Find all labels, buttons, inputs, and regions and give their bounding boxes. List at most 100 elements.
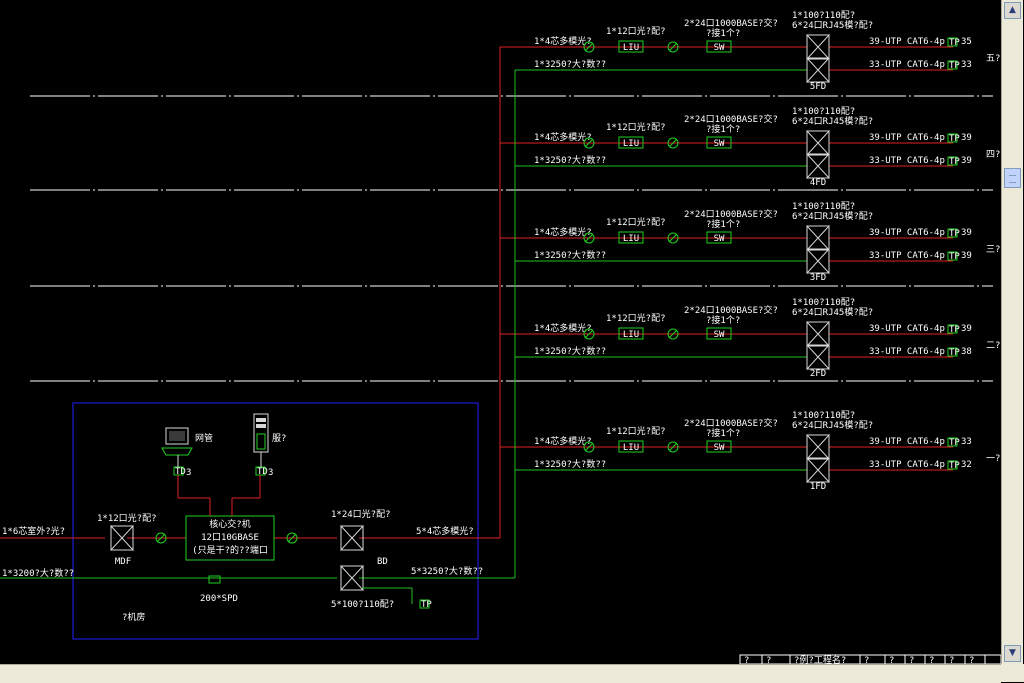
floor-row-3: 1*4芯多模光?1*3250?大?数??1*12口光?配?2*24口1000BA… (500, 201, 1000, 283)
patch-panel-icon (806, 152, 830, 180)
floor-tp-count-1: 39 (961, 228, 972, 238)
core-switch-box (185, 515, 275, 561)
floor-tp-count-2: 38 (961, 347, 972, 357)
floor-utp-label-2: 33-UTP CAT6-4p (869, 156, 945, 166)
floor-tp-count-1: 35 (961, 37, 972, 47)
fiber-coupler-icon (667, 41, 679, 53)
bd-patch-icon-shape (340, 524, 364, 552)
fiber-coupler-icon-slash (584, 233, 594, 243)
server-bay (256, 418, 266, 422)
tp-outlet-icon-box (947, 437, 958, 447)
tp-outlet-icon-box (947, 251, 958, 261)
fiber-coupler-icon-circle (583, 137, 595, 149)
floor-switch-label-2: ?接1个? (706, 123, 740, 135)
switch-box (706, 136, 732, 149)
fiber-coupler-icon (583, 232, 595, 244)
tp-outlet-icon: TP (947, 437, 960, 448)
patch-panel-icon-shape (806, 247, 830, 275)
liu-box (618, 40, 644, 53)
pc-label: 网管 (195, 432, 213, 444)
vertical-scrollbar[interactable]: ▲ ▼ (1001, 0, 1023, 664)
floor-name-label: 一? (986, 454, 1000, 464)
fiber-coupler-icon (667, 441, 679, 453)
floor-fiber-label: 1*4芯多模光? (534, 435, 592, 447)
floor-tp-count-2: 39 (961, 156, 972, 166)
computer-display (169, 431, 185, 441)
tp-outlet-icon: TP (947, 251, 960, 262)
switch-box-label: SW (714, 139, 725, 149)
fiber-coupler-icon (286, 532, 298, 544)
liu-box-label: LIU (623, 234, 639, 244)
floor-name-label: 四? (986, 150, 1000, 160)
floor-utp-label-2: 33-UTP CAT6-4p (869, 60, 945, 70)
fiber-coupler-icon (667, 137, 679, 149)
floor-tp-count-1: 39 (961, 324, 972, 334)
fiber-coupler-icon-slash (584, 442, 594, 452)
switch-box (706, 40, 732, 53)
patch-110-icon-shape (340, 564, 364, 592)
tp-outlet-icon: TP (947, 37, 960, 48)
tp-outlet-icon-text: TP (949, 61, 960, 71)
scroll-up-icon[interactable]: ▲ (1004, 2, 1021, 19)
fiber-coupler-icon-slash (668, 138, 678, 148)
floor-tp-count-1: 39 (961, 133, 972, 143)
floor-liu-label: 1*12口光?配? (606, 216, 666, 228)
floor-fiber-label: 1*4芯多模光? (534, 322, 592, 334)
horizontal-scrollbar[interactable] (0, 664, 1001, 683)
floor-cable-label: 1*3250?大?数?? (534, 345, 606, 357)
patch-panel-icon (806, 56, 830, 84)
tp-outlet-icon: TP (419, 599, 432, 610)
fiber-coupler-icon (583, 441, 595, 453)
title-block-cell: ? (766, 656, 771, 664)
tp-outlet-icon: TP (947, 347, 960, 358)
server-bay (256, 424, 266, 428)
patch-panel-icon-shape (806, 320, 830, 348)
fiber-coupler-icon-slash (668, 329, 678, 339)
fiber-coupler-icon-slash (584, 42, 594, 52)
floor-rows: 1*4芯多模光?1*3250?大?数??1*12口光?配?2*24口1000BA… (500, 10, 1000, 492)
tp-outlet-icon-box (419, 599, 430, 609)
fiber-coupler-icon (583, 137, 595, 149)
patch-panel-icon (806, 433, 830, 461)
switch-box (706, 231, 732, 244)
backbone-cable-label: 5*3250?大?数?? (411, 565, 483, 577)
td-outlet-text: TD (257, 467, 268, 477)
switch-box-label: SW (714, 443, 725, 453)
tp-outlet-icon: TP (947, 324, 960, 335)
fiber-coupler-icon-slash (668, 233, 678, 243)
floor-utp-label-1: 39-UTP CAT6-4p (869, 228, 945, 238)
floor-tp-count-2: 32 (961, 460, 972, 470)
patch-panel-icon-shape (806, 129, 830, 157)
patch-panel-icon (806, 33, 830, 61)
floor-liu-label: 1*12口光?配? (606, 312, 666, 324)
fiber-coupler-icon-circle (583, 328, 595, 340)
backbone-fiber-label: 5*4芯多模光? (416, 525, 474, 537)
floor-fd-label: 4FD (810, 178, 826, 188)
floor-patch-label-2: 6*24口RJ45模?配? (792, 20, 873, 31)
floor-fiber-label: 1*4芯多模光? (534, 35, 592, 47)
spd-icon (208, 575, 221, 584)
floor-patch-label: 1*100?110配? (792, 410, 855, 421)
incoming-fiber-label: 1*6芯室外?光? (2, 525, 65, 537)
server-panel (256, 433, 266, 450)
scroll-down-icon[interactable]: ▼ (1004, 645, 1021, 662)
title-block-cell: ? (744, 656, 749, 664)
server-label: 服? (272, 433, 286, 444)
tp-outlet-icon-text: TP (949, 438, 960, 448)
switch-box (706, 440, 732, 453)
title-block: ???例?工程名????????图纸?工程?工程名? (739, 654, 1001, 664)
title-block-cell: ? (909, 656, 914, 664)
bd-top-label: 1*24口光?配? (331, 508, 391, 520)
mdf-patch-icon (110, 524, 134, 552)
tp-outlet-icon-text: TP (949, 134, 960, 144)
computer-screen (165, 427, 189, 445)
floor-utp-label-1: 39-UTP CAT6-4p (869, 437, 945, 447)
computer-icon (161, 427, 193, 456)
floor-patch-label-2: 6*24口RJ45模?配? (792, 211, 873, 222)
tp-outlet-icon-box (947, 228, 958, 238)
tp-outlet-icon-box (947, 460, 958, 470)
liu-box (618, 231, 644, 244)
bd-label: BD (377, 557, 388, 567)
scroll-thumb[interactable] (1004, 168, 1021, 188)
fiber-coupler-icon (583, 328, 595, 340)
